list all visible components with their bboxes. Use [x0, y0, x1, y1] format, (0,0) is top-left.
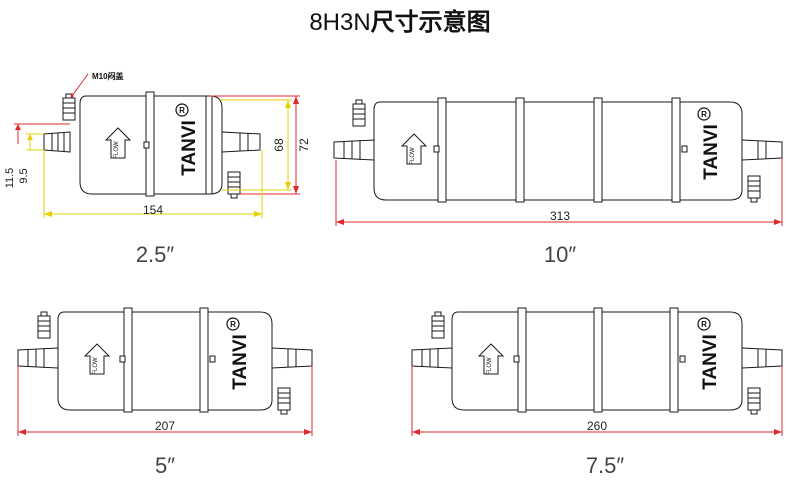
dimension-lines-2-5-inch — [14, 95, 300, 218]
brand-name: TANVI — [230, 334, 251, 390]
flow-arrow-icon — [104, 127, 132, 159]
filter-body — [57, 311, 273, 411]
brand-name: TANVI — [179, 120, 200, 176]
top-cap — [37, 311, 51, 339]
size-label-7-5-inch: 7.5″ — [586, 453, 625, 478]
strap — [593, 97, 603, 203]
flow-label: FLOW — [410, 147, 416, 165]
height-72: 72 — [297, 138, 311, 152]
outlet-nozzle — [271, 347, 313, 369]
top-cap — [431, 311, 445, 339]
flow-label: FLOW — [93, 357, 99, 375]
flow-arrow-icon — [477, 343, 505, 375]
flow-label: FLOW — [114, 141, 120, 159]
registered-mark-icon — [697, 107, 711, 121]
brand-name: TANVI — [701, 124, 722, 180]
outlet-nozzle — [221, 131, 261, 153]
filter-5-inch — [17, 307, 313, 415]
size-label-10-inch: 10″ — [544, 242, 576, 267]
strap — [515, 97, 525, 203]
registered-mark: R — [230, 320, 236, 329]
offset-11-5: 11.5 — [4, 168, 16, 189]
title-text: 尺寸示意图 — [371, 8, 491, 36]
flow-label: FLOW — [487, 357, 493, 375]
bottom-cap — [227, 171, 241, 199]
registered-mark: R — [701, 110, 707, 119]
strap — [205, 95, 213, 195]
length-154: 154 — [143, 203, 163, 217]
flow-arrow-icon — [83, 343, 111, 375]
top-cap — [352, 99, 366, 127]
bottom-cap — [277, 387, 291, 415]
offset-9-5: 9.5 — [18, 168, 30, 183]
registered-mark-icon — [226, 317, 240, 331]
bottom-cap — [747, 175, 761, 203]
strap — [199, 307, 209, 413]
size-label-5-inch: 5″ — [155, 453, 175, 478]
inlet-nozzle — [17, 347, 59, 369]
page-title: 8H3N尺寸示意图 — [309, 8, 490, 36]
strap — [669, 307, 679, 413]
top-cap — [62, 93, 76, 121]
strap — [671, 97, 681, 203]
callout-m10: M10闷盖 — [70, 71, 124, 98]
dimension-lines-10-inch — [335, 158, 783, 226]
outlet-nozzle — [741, 139, 783, 161]
inlet-nozzle — [411, 347, 453, 369]
registered-mark-icon — [175, 103, 189, 117]
bottom-cap — [747, 387, 761, 415]
size-label-2-5-inch: 2.5″ — [136, 242, 175, 267]
length-207: 207 — [155, 419, 175, 433]
inlet-nozzle — [43, 131, 71, 153]
filter-10-inch — [333, 97, 783, 203]
filter-body — [373, 101, 743, 201]
title-model: 8H3N — [309, 9, 370, 36]
length-313: 313 — [550, 209, 570, 223]
callout-label: M10闷盖 — [92, 71, 124, 81]
registered-mark: R — [179, 106, 185, 115]
height-68: 68 — [272, 138, 286, 152]
dimension-lines-7-5-inch — [411, 366, 783, 436]
filter-2-5-inch — [43, 91, 261, 199]
registered-mark: R — [701, 320, 707, 329]
flow-arrow-icon — [400, 133, 428, 165]
inlet-nozzle — [333, 139, 375, 161]
registered-mark-icon — [697, 317, 711, 331]
filter-7-5-inch — [411, 307, 783, 415]
length-260: 260 — [587, 419, 607, 433]
brand-name: TANVI — [700, 334, 721, 390]
dimension-lines-5-inch — [17, 366, 313, 436]
outlet-nozzle — [741, 347, 783, 369]
strap — [593, 307, 603, 413]
